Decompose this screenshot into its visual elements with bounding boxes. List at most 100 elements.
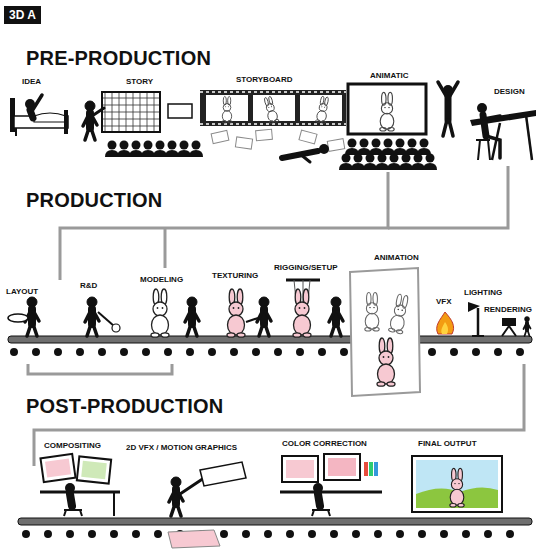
animation-panel <box>377 338 395 386</box>
stage-label: R&D <box>80 282 97 290</box>
lying-figure <box>319 144 329 154</box>
compositing-desk <box>77 456 111 483</box>
story-meeting <box>117 141 131 158</box>
texturing-station <box>257 297 271 336</box>
animatic-screening <box>393 139 407 156</box>
scattered-papers <box>327 139 344 152</box>
film-strip <box>200 90 346 126</box>
modeling-station <box>151 289 199 337</box>
badge-box: 3D A <box>4 6 41 24</box>
color-correction-desk <box>328 458 356 476</box>
final-output-screen <box>416 460 498 508</box>
stage-label: DESIGN <box>494 88 525 96</box>
stage-label: STORYBOARD <box>236 76 292 84</box>
film-strip <box>200 90 346 126</box>
animatic-screening <box>357 139 371 156</box>
scattered-papers <box>235 137 252 149</box>
stage-label: LIGHTING <box>464 289 502 297</box>
animatic-screening <box>380 92 394 131</box>
final-output-screen <box>412 456 502 512</box>
animatic-screening <box>423 154 437 171</box>
stage-label: VFX <box>436 298 452 306</box>
stage-label: STORY <box>126 78 153 86</box>
color-correction-desk <box>312 510 330 516</box>
stage-label: TEXTURING <box>212 272 258 280</box>
flow-line <box>164 228 167 268</box>
conveyor-belt <box>18 518 532 534</box>
section-heading: PRODUCTION <box>26 190 162 210</box>
animatic-screening <box>339 154 353 171</box>
badge-text: 3D A <box>9 9 36 21</box>
color-correction-desk <box>282 456 318 482</box>
flow-line <box>60 172 388 280</box>
motion-graphics-station <box>180 478 204 494</box>
compositing-desk <box>70 494 72 506</box>
film-strip <box>206 95 248 121</box>
motion-graphics-station <box>168 462 246 548</box>
color-correction-desk <box>318 494 320 506</box>
texturing-station <box>227 289 271 337</box>
story-meeting <box>153 141 167 158</box>
animatic-screening <box>405 139 419 156</box>
vfx-flame <box>441 322 448 334</box>
stage-label: ANIMATION <box>374 254 419 262</box>
design-desk <box>470 103 536 160</box>
modeling-station <box>151 289 169 337</box>
final-output-screen <box>450 468 464 507</box>
stage-label: COMPOSITING <box>44 442 101 450</box>
story-meeting <box>92 108 104 116</box>
stage-label: ANIMATIC <box>370 72 409 80</box>
design-desk <box>476 140 490 160</box>
layout-station <box>8 314 28 322</box>
compositing-desk <box>40 454 75 482</box>
vfx-flame <box>437 312 454 334</box>
story-meeting <box>189 141 203 158</box>
story-meeting <box>83 92 203 157</box>
final-output-screen <box>412 456 502 512</box>
animatic-screening <box>438 82 458 136</box>
bed-figure <box>34 113 66 122</box>
lighting-stand <box>477 308 480 336</box>
design-desk <box>484 116 500 158</box>
conveyor-belt <box>18 518 532 525</box>
animatic-screening <box>345 139 359 156</box>
film-strip <box>316 96 330 124</box>
compositing-desk <box>45 458 71 477</box>
rigging-station <box>293 289 311 337</box>
stage-label: COLOR CORRECTION <box>282 440 367 448</box>
layout-station <box>8 297 39 336</box>
story-meeting <box>102 92 160 132</box>
animation-panel <box>388 293 410 334</box>
conveyor-belt <box>14 348 530 356</box>
stage-label: MODELING <box>140 276 183 284</box>
animation-panel <box>350 268 420 396</box>
bed-figure <box>32 95 42 111</box>
animatic-screening <box>348 84 426 134</box>
film-strip <box>222 96 232 123</box>
texturing-station <box>246 318 258 322</box>
rnd-station <box>98 312 114 326</box>
color-correction-desk <box>280 454 382 516</box>
stage-label: IDEA <box>22 78 41 86</box>
color-correction-desk <box>364 462 368 476</box>
stage-label: RIGGING/SETUP <box>274 264 338 272</box>
bed-figure <box>10 95 68 136</box>
animatic-screening <box>387 154 401 171</box>
animatic-screening <box>417 139 431 156</box>
story-meeting <box>165 141 179 158</box>
animation-panel <box>365 292 379 331</box>
motion-graphics-station <box>169 477 183 516</box>
flow-line <box>388 166 508 228</box>
lighting-stand <box>472 335 484 337</box>
compositing-desk <box>77 456 111 483</box>
stage-label: RENDERING <box>484 306 532 314</box>
story-meeting <box>168 104 192 118</box>
rendering-camera <box>502 318 516 326</box>
scattered-papers <box>256 129 273 140</box>
lying-figure <box>282 144 329 162</box>
rendering-camera <box>502 317 531 337</box>
story-meeting <box>141 141 155 158</box>
animatic-screening <box>363 154 377 171</box>
color-correction-desk <box>324 454 360 480</box>
